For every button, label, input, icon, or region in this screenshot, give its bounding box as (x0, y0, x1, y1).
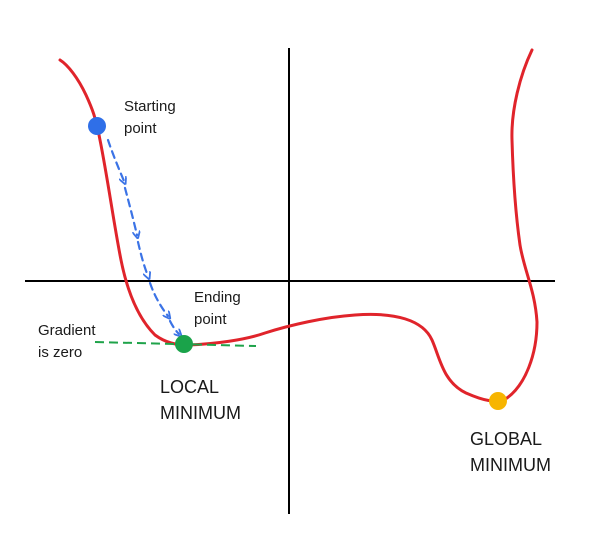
descent-arrow-1 (106, 138, 124, 181)
local-minimum-label-line-2: MINIMUM (160, 403, 241, 423)
global-minimum-label-line-2: MINIMUM (470, 455, 551, 475)
starting-point-label-line-2: point (124, 120, 157, 137)
gradient-zero-label: Gradient is zero (38, 320, 96, 364)
descent-arrow-3 (136, 240, 148, 276)
gradient-zero-label-line-1: Gradient (38, 322, 96, 339)
local-minimum-label-line-1: LOCAL (160, 377, 220, 397)
local-minimum-marker (175, 335, 193, 353)
descent-arrows (106, 138, 179, 334)
descent-arrow-2 (123, 186, 137, 235)
starting-point-marker (88, 117, 106, 135)
ending-point-label: Ending point (194, 287, 241, 331)
local-minimum-label: LOCAL MINIMUM (160, 374, 241, 426)
descent-arrow-4 (148, 281, 168, 316)
global-minimum-marker (489, 392, 507, 410)
gradient-zero-label-line-2: is zero (38, 344, 83, 361)
global-minimum-label: GLOBAL MINIMUM (470, 426, 551, 478)
ending-point-label-line-1: Ending (194, 289, 241, 306)
starting-point-label: Starting point (124, 96, 176, 140)
global-minimum-label-line-1: GLOBAL (470, 429, 543, 449)
ending-point-label-line-2: point (194, 311, 227, 328)
starting-point-label-line-1: Starting (124, 98, 176, 115)
zero-gradient-tangent-line (94, 341, 257, 347)
descent-arrow-5 (168, 319, 179, 334)
loss-curve (58, 48, 539, 403)
